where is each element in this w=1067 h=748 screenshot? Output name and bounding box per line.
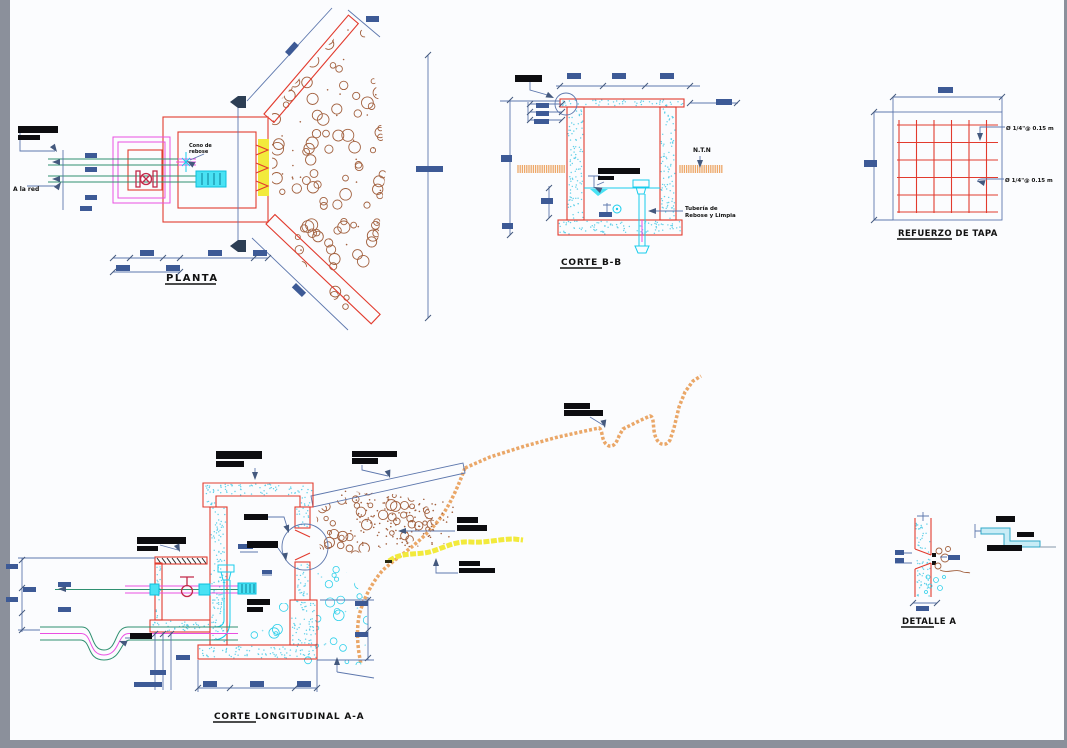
illegible-label-bars [18,75,1034,639]
section-arrow-icon [230,96,246,108]
seal-layer [387,536,524,564]
drawing-detalle-a: DETALLE A [895,512,971,628]
label-a-la-red: A la red [13,186,39,193]
view-title-refuerzo: REFUERZO DE TAPA [898,229,998,239]
view-title-planta: PLANTA [166,273,219,284]
chamber-top-slab [202,482,314,508]
drain-symbol [612,204,622,214]
leader-arrows [49,91,986,665]
canastilla-section [237,582,257,595]
drawing-corte-bb: N.T.N Tubería de Rebose y Limpia CORTE B… [500,82,738,269]
orifice-funnel [294,529,311,561]
view-title-detalle-a: DETALLE A [902,617,956,627]
dimension-text-blobs [6,16,960,687]
water-symbol [590,189,608,196]
rebar-grid [897,120,998,213]
svg-text:rebose: rebose [189,149,209,155]
label-rebar-bottom: Ø 1/4"@ 0.15 m [1005,177,1053,184]
wing-wall-bottom [265,213,381,325]
cono-rebose-long [211,564,235,641]
gate-valve [180,576,194,598]
svg-text:Rebose y Limpia: Rebose y Limpia [685,213,736,219]
detalle-bubbles [924,574,946,594]
canastilla [195,170,227,188]
cono-rebose-section [632,179,650,254]
label-ntn: N.T.N [693,147,711,154]
valve-symbol [135,170,158,188]
terrain-line-upper [464,374,702,470]
valve-box-grate [154,556,208,565]
label-rebar-top: Ø 1/4"@ 0.15 m [1006,125,1054,132]
view-title-corte-longitudinal: CORTE LONGITUDINAL A-A [214,712,364,722]
sloped-cover-slab [310,462,466,508]
drawing-pipe-step-detail [974,524,1056,548]
tapa-slab [559,98,685,108]
label-cono-rebose: Cono de [189,143,212,149]
tapa-outline [892,111,1003,221]
section-arrow-icon [230,240,246,252]
terrain-line-lower [355,467,467,665]
detail-circle-marker-a [281,523,329,571]
dimension-ticks [18,51,1006,692]
label-tuberia-rebose: Tubería de [685,205,718,212]
drawing-refuerzo-tapa: Ø 1/4"@ 0.15 m Ø 1/4"@ 0.15 m REFUERZO D… [873,96,1054,240]
screen-strip [258,139,269,196]
view-title-corte-bb: CORTE B-B [561,258,622,268]
wing-wall-top [263,14,360,124]
